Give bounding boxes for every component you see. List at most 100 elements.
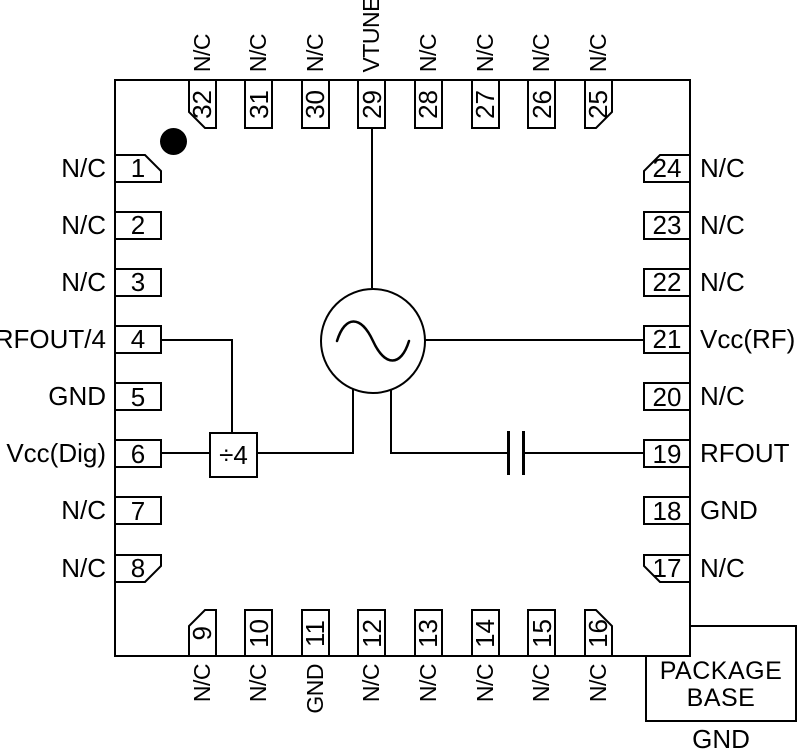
pin-17-number: 17 [652, 553, 682, 584]
pin-14-outline [470, 609, 500, 657]
pin-22-number: 22 [652, 267, 682, 298]
pin1-indicator-dot [160, 128, 187, 155]
wire-divider-to-osc [257, 452, 354, 454]
pin-6-box: 6 [113, 438, 163, 469]
pin-3-label: N/C [61, 266, 106, 297]
pin-11-label: GND [301, 664, 328, 714]
pin-13-number: 13 [413, 618, 444, 648]
wire-osc-to-capacitor [391, 452, 508, 454]
pin-17-label: N/C [700, 552, 745, 583]
package-base-label: PACKAGE BASE [647, 658, 795, 712]
pin-29-number: 29 [356, 89, 387, 119]
pin-2-outline [114, 210, 162, 240]
pin-26-label: N/C [528, 33, 555, 72]
pin-26-number: 26 [526, 89, 557, 119]
pin-12-outline [357, 609, 387, 657]
pin-20-label: N/C [700, 381, 745, 412]
pin-18-label: GND [700, 495, 758, 526]
pin-2-number: 2 [130, 210, 146, 241]
pin-25-label: N/C [584, 33, 611, 72]
pin-11-outline [300, 609, 330, 657]
pin-22-outline [643, 267, 691, 297]
pin-8-label: N/C [61, 552, 106, 583]
pin-16-outline [583, 609, 613, 657]
pin-3-box: 3 [113, 267, 163, 298]
pin-4-number: 4 [130, 324, 146, 355]
pin-30-outline [300, 79, 330, 129]
pin-19-label: RFOUT [700, 438, 790, 469]
pin-26-box: 26 [526, 78, 557, 130]
sine-icon [335, 320, 411, 362]
pin-23-box: 23 [642, 210, 692, 241]
pin-30-label: N/C [301, 33, 328, 72]
pin-21-label: Vcc(RF) [700, 323, 796, 354]
pin-16-label: N/C [584, 664, 611, 703]
pin-17-outline [643, 553, 691, 583]
package-base-box: PACKAGE BASE [645, 625, 797, 722]
pin-30-box: 30 [300, 78, 331, 130]
pin-31-label: N/C [245, 33, 272, 72]
package-base-gnd-label: GND [692, 724, 750, 754]
pin-8-box: 8 [113, 553, 163, 584]
wire-vcc-dig-to-divider [160, 452, 210, 454]
pin-15-number: 15 [526, 618, 557, 648]
pin-8-outline [114, 553, 162, 583]
pin-9-box: 9 [187, 608, 218, 658]
pin-15-label: N/C [528, 664, 555, 703]
pin-29-box: 29 [356, 78, 387, 130]
pin-6-number: 6 [130, 438, 146, 469]
pin-12-label: N/C [358, 664, 385, 703]
pin-10-box: 10 [243, 608, 274, 658]
pin-15-outline [527, 609, 557, 657]
pin-25-box: 25 [583, 78, 614, 130]
pin-5-number: 5 [130, 381, 146, 412]
pin-9-outline [187, 609, 217, 657]
pin-25-number: 25 [583, 89, 614, 119]
pin-14-number: 14 [470, 618, 500, 648]
pin-23-label: N/C [700, 209, 745, 240]
divide-by-4-block: ÷4 [209, 432, 258, 478]
pin-29-outline [357, 79, 387, 129]
pin-20-outline [643, 382, 691, 412]
pin-19-box: 19 [642, 438, 692, 469]
pin-19-outline [643, 439, 691, 469]
pin-29-label: VTUNE [358, 0, 385, 72]
pin-24-label: N/C [700, 152, 745, 183]
pin-13-label: N/C [414, 664, 441, 703]
pin-27-number: 27 [470, 89, 500, 119]
pin-3-number: 3 [130, 267, 146, 298]
package-base-line2: BASE [686, 684, 756, 712]
pin-7-number: 7 [130, 495, 146, 526]
pin-5-box: 5 [113, 381, 163, 412]
pin-1-box: 1 [113, 153, 163, 184]
pin-23-number: 23 [652, 210, 682, 241]
pin-28-box: 28 [413, 78, 444, 130]
pin-13-outline [413, 609, 443, 657]
pin-22-label: N/C [700, 266, 745, 297]
pin-4-label: RFOUT/4 [0, 323, 106, 354]
pin-32-number: 32 [187, 89, 217, 119]
pin-21-box: 21 [642, 324, 692, 355]
pin-23-outline [643, 210, 691, 240]
pin-31-number: 31 [243, 89, 274, 119]
pin-7-outline [114, 496, 162, 526]
pin-30-number: 30 [300, 89, 331, 119]
pin-2-label: N/C [61, 209, 106, 240]
pin-4-box: 4 [113, 324, 163, 355]
pin-32-box: 32 [187, 78, 218, 130]
pin-7-box: 7 [113, 495, 163, 526]
pin-19-number: 19 [652, 438, 682, 469]
pin-7-label: N/C [61, 495, 106, 526]
pin-3-outline [114, 267, 162, 297]
pin-12-box: 12 [356, 608, 387, 658]
pin-13-box: 13 [413, 608, 444, 658]
pin-1-label: N/C [61, 152, 106, 183]
pin-11-box: 11 [300, 608, 331, 658]
pin-28-outline [413, 79, 443, 129]
pin-32-outline [187, 79, 217, 129]
capacitor-icon [507, 431, 510, 475]
capacitor-icon [522, 431, 525, 475]
pin-32-label: N/C [188, 33, 215, 72]
pin-26-outline [527, 79, 557, 129]
wire-rfout4-horizontal [160, 339, 233, 341]
